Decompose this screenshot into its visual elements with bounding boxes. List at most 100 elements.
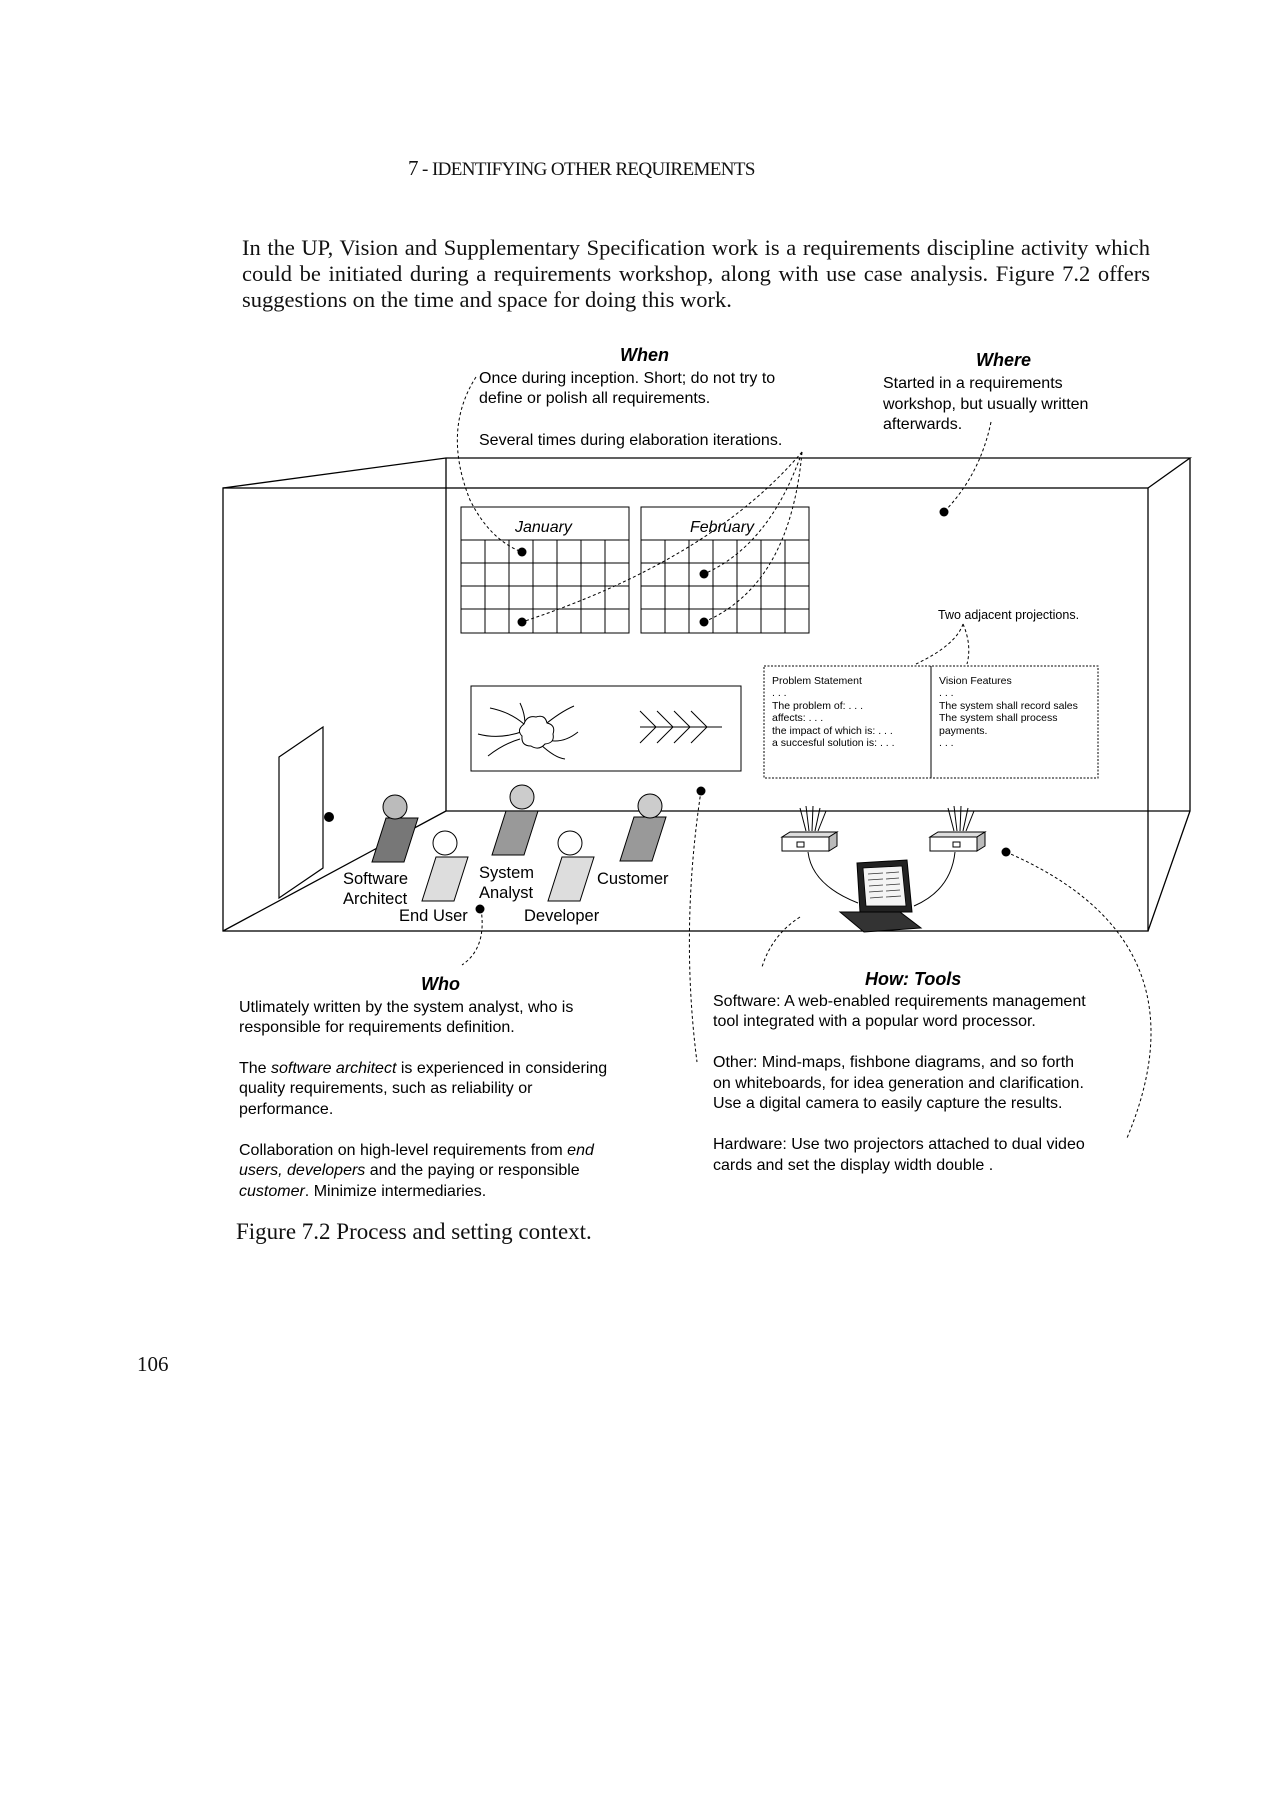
leader-lines xyxy=(456,376,1152,1139)
label-system-analyst-2: Analyst xyxy=(479,884,534,902)
door-panel xyxy=(278,725,324,900)
when-heading: When xyxy=(620,345,669,365)
when-annotation: When Once during inception. Short; do no… xyxy=(479,345,782,449)
projector-right xyxy=(928,805,987,852)
vision-features-line-5: . . . xyxy=(939,737,954,749)
label-end-user: End User xyxy=(399,907,468,925)
person-system-analyst xyxy=(491,784,539,856)
person-head xyxy=(382,794,408,820)
problem-statement-line-5: a succesful solution is: . . . xyxy=(772,737,895,749)
how-p2-line-3: Use a digital camera to easily capture t… xyxy=(713,1095,1063,1112)
tools-leader-software xyxy=(761,916,801,968)
who-leader xyxy=(461,908,483,966)
tools-leader-other xyxy=(688,790,702,1063)
chapter-separator: - xyxy=(417,159,432,180)
calendar-february xyxy=(640,506,810,634)
vision-features-title: Vision Features xyxy=(939,675,1012,687)
label-system-analyst-1: System xyxy=(479,864,534,882)
label-developer: Developer xyxy=(524,907,600,925)
problem-statement-title: Problem Statement xyxy=(772,675,862,687)
person-body xyxy=(619,816,667,862)
vision-features-line-4: payments. xyxy=(939,725,987,737)
how-p3-line-2: cards and set the display width double . xyxy=(713,1157,993,1174)
laptop-screen-lines xyxy=(867,871,902,899)
who-p3-line-2: users, developers and the paying or resp… xyxy=(239,1162,580,1179)
how-p2-line-2: on whiteboards, for idea generation and … xyxy=(713,1075,1084,1092)
how-p2-line-1: Other: Mind-maps, fishbone diagrams, and… xyxy=(713,1054,1074,1071)
whiteboard xyxy=(470,685,742,772)
label-software-architect-1: Software xyxy=(343,870,408,888)
problem-statement-line-4: the impact of which is: . . . xyxy=(772,725,893,737)
page-number: 106 xyxy=(137,1352,169,1376)
intro-paragraph: In the UP, Vision and Supplementary Spec… xyxy=(242,235,1150,313)
vision-features-line-2: The system shall record sales xyxy=(939,700,1078,712)
february-marker-2 xyxy=(699,617,709,627)
how-p1-line-1: Software: A web-enabled requirements man… xyxy=(713,993,1086,1010)
laptop-base xyxy=(838,911,923,933)
how-annotation: How: Tools Software: A web-enabled requi… xyxy=(713,969,1086,1174)
when-line-3: Several times during elaboration iterati… xyxy=(479,432,782,449)
person-head xyxy=(637,793,663,819)
when-leader-inception xyxy=(456,376,523,553)
when-leader-jan xyxy=(521,451,803,623)
mind-map-sketch xyxy=(477,702,579,760)
who-p1-line-2: responsible for requirements definition. xyxy=(239,1019,515,1036)
how-heading: How: Tools xyxy=(865,969,961,989)
where-line-1: Started in a requirements xyxy=(883,375,1063,392)
chapter-header: 7 - IDENTIFYING OTHER REQUIREMENTS xyxy=(408,156,755,181)
person-developer xyxy=(547,830,595,902)
projector-left xyxy=(780,805,839,852)
vision-features-line-3: The system shall process xyxy=(939,712,1057,724)
person-head xyxy=(509,784,535,810)
person-body xyxy=(421,856,469,902)
projection-screen xyxy=(763,665,1099,779)
vision-features-panel: Vision Features . . . The system shall r… xyxy=(939,675,1078,749)
calendar-february-label: February xyxy=(690,519,755,536)
fishbone-sketch xyxy=(639,710,722,744)
people-labels: Software Architect System Analyst Custom… xyxy=(343,864,669,925)
who-annotation: Who Utlimately written by the system ana… xyxy=(239,974,607,1200)
room-right-wall xyxy=(1147,458,1191,932)
how-p1-line-2: tool integrated with a popular word proc… xyxy=(713,1013,1036,1030)
who-p2-line-1: The software architect is experienced in… xyxy=(239,1060,607,1077)
person-body xyxy=(491,810,539,856)
whiteboard-frame xyxy=(470,685,742,772)
person-body xyxy=(547,856,595,902)
when-leader-feb-2 xyxy=(703,451,803,623)
projection-note-leader-left xyxy=(915,623,964,665)
when-line-2: define or polish all requirements. xyxy=(479,390,710,407)
where-line-2: workshop, but usually written xyxy=(882,396,1088,413)
door xyxy=(278,725,334,900)
person-customer xyxy=(619,793,667,862)
who-p1-line-1: Utlimately written by the system analyst… xyxy=(239,999,573,1016)
calendar-january-label: January xyxy=(514,519,573,536)
label-software-architect-2: Architect xyxy=(343,890,408,908)
when-leader-feb-1 xyxy=(703,451,803,575)
vision-features-line-1: . . . xyxy=(939,687,954,699)
problem-statement-line-1: . . . xyxy=(772,687,787,699)
projector-right-cable xyxy=(913,851,956,907)
person-head xyxy=(432,830,458,856)
room-front-frame xyxy=(222,487,1149,932)
person-end-user xyxy=(421,830,469,902)
where-leader xyxy=(943,421,992,513)
who-p3-line-1: Collaboration on high-level requirements… xyxy=(239,1142,595,1159)
who-p2-line-3: performance. xyxy=(239,1101,333,1118)
projection-note: Two adjacent projections. xyxy=(938,608,1079,622)
person-software-architect xyxy=(371,794,419,863)
projection-note-leader-right xyxy=(962,623,970,665)
where-anchor-dot xyxy=(939,507,949,517)
who-p3-line-3: customer. Minimize intermediaries. xyxy=(239,1183,486,1200)
problem-statement-panel: Problem Statement . . . The problem of: … xyxy=(772,675,895,749)
chapter-number: 7 xyxy=(408,156,419,180)
who-heading: Who xyxy=(421,974,460,994)
label-customer: Customer xyxy=(597,870,669,888)
when-line-1: Once during inception. Short; do not try… xyxy=(479,370,775,387)
person-body xyxy=(371,817,419,863)
who-p2-line-2: quality requirements, such as reliabilit… xyxy=(239,1080,533,1097)
tools-leader-hardware xyxy=(1005,851,1152,1139)
door-knob xyxy=(324,812,334,822)
laptop xyxy=(838,859,923,933)
figure-caption: Figure 7.2 Process and setting context. xyxy=(236,1219,592,1244)
where-annotation: Where Started in a requirements workshop… xyxy=(882,350,1088,433)
